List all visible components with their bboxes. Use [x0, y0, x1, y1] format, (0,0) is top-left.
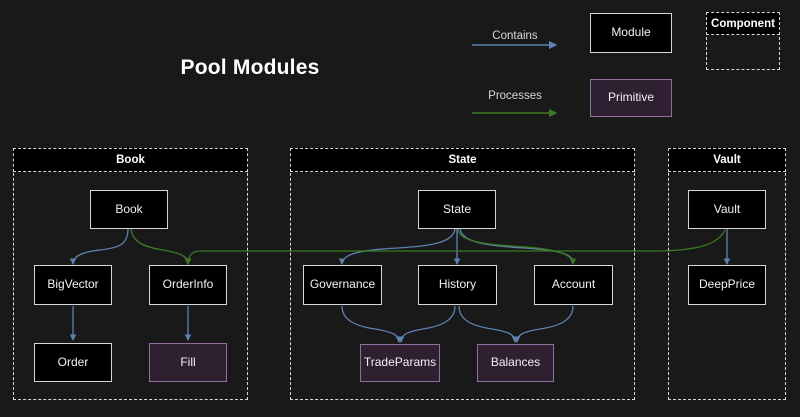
node-tradeparams-label: TradeParams	[363, 355, 437, 370]
node-state[interactable]: State	[418, 190, 496, 229]
node-orderinfo-label: OrderInfo	[162, 277, 214, 292]
node-fill[interactable]: Fill	[149, 343, 227, 382]
node-account[interactable]: Account	[534, 265, 613, 305]
node-deepprice[interactable]: DeepPrice	[688, 265, 766, 305]
legend-module-label: Module	[611, 25, 651, 40]
node-fill-label: Fill	[180, 354, 196, 369]
node-order-label: Order	[57, 354, 89, 369]
node-orderinfo[interactable]: OrderInfo	[149, 265, 227, 305]
section-book-header: Book	[13, 148, 248, 172]
node-account-label: Account	[551, 277, 596, 292]
page-title: Pool Modules	[180, 56, 320, 79]
legend-processes-label: Processes	[488, 90, 542, 102]
section-state-label: State	[448, 154, 477, 166]
node-vault-label: Vault	[713, 201, 741, 216]
node-book-label: Book	[115, 201, 143, 216]
node-order[interactable]: Order	[34, 343, 112, 382]
section-book-label: Book	[116, 154, 145, 166]
legend-module-box: Module	[590, 13, 672, 53]
legend-contains-label: Contains	[492, 30, 538, 42]
node-state-label: State	[442, 201, 472, 216]
section-vault-header: Vault	[668, 148, 786, 172]
node-history[interactable]: History	[418, 265, 497, 305]
node-balances-label: Balances	[490, 355, 541, 370]
legend-primitive-label: Primitive	[607, 90, 654, 105]
node-history-label: History	[438, 277, 477, 292]
node-deepprice-label: DeepPrice	[698, 277, 756, 292]
legend-primitive-box: Primitive	[590, 79, 672, 117]
node-tradeparams[interactable]: TradeParams	[360, 344, 440, 382]
node-governance-label: Governance	[309, 277, 376, 292]
section-state-header: State	[290, 148, 635, 172]
node-bigvector-label: BigVector	[47, 277, 99, 292]
section-vault-label: Vault	[713, 154, 741, 166]
node-bigvector[interactable]: BigVector	[34, 265, 112, 305]
node-book[interactable]: Book	[90, 190, 168, 229]
node-governance[interactable]: Governance	[303, 265, 382, 305]
legend-component-label: Component	[711, 17, 775, 30]
node-vault[interactable]: Vault	[688, 190, 766, 229]
legend-component-header: Component	[706, 12, 780, 35]
node-balances[interactable]: Balances	[477, 344, 554, 382]
